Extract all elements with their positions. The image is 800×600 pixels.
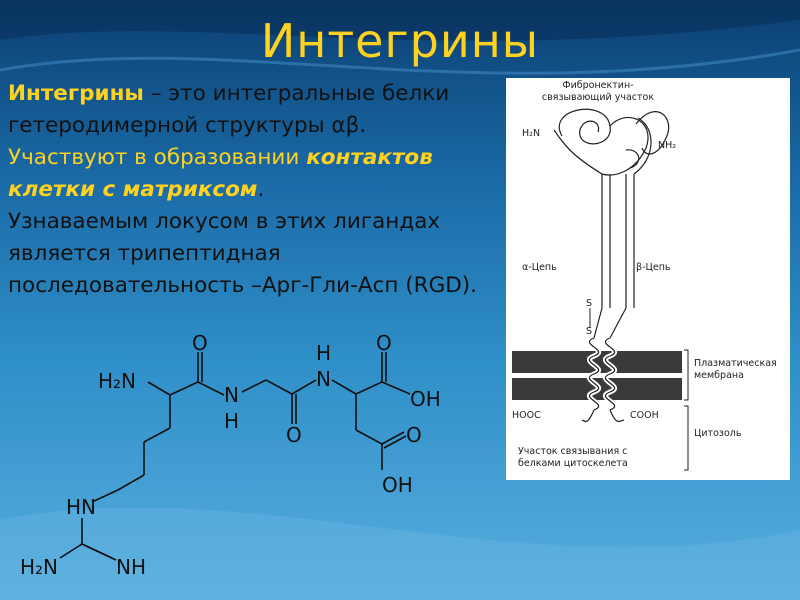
h2n-top-label: H₂N (98, 369, 136, 393)
paragraph-definition: Интегрины – это интегральные белки гетер… (8, 78, 500, 142)
diagram-labels: Фибронектин- связывающий участок H₂N NH₂… (512, 80, 777, 469)
oh1-label: OH (410, 387, 441, 411)
title-line1: Фибронектин- (562, 80, 633, 91)
n1-label: N (224, 383, 239, 407)
membrane-line2: мембрана (694, 370, 744, 381)
binding-line1: Участок связывания с (518, 446, 627, 457)
hooc-label: HOOC (512, 410, 541, 421)
h2n-label: H₂N (522, 128, 540, 139)
integrin-diagram: Фибронектин- связывающий участок H₂N NH₂… (506, 78, 790, 480)
h2n-bottom-label: H₂N (20, 555, 58, 579)
molecule-labels: H₂N O N H O H N O OH O OH HN H₂N NH (20, 331, 441, 579)
term-integrins: Интегрины (8, 81, 144, 106)
beta-chain-label: β-Цепь (636, 262, 671, 273)
o3-label: O (376, 331, 392, 355)
slide-title: Интегрины (260, 14, 540, 68)
s1-label: S (586, 298, 592, 309)
h2-label: H (316, 341, 331, 365)
function-emphasis: контактов клетки с матриксом (8, 145, 433, 202)
binding-loops (553, 108, 670, 308)
binding-line2: белками цитоскелета (518, 458, 628, 469)
alpha-chain-label: α-Цепь (522, 262, 557, 273)
hn-label: HN (66, 495, 96, 519)
h1-label: H (224, 409, 239, 433)
body-text: Интегрины – это интегральные белки гетер… (8, 78, 500, 302)
o4-label: O (406, 423, 422, 447)
o2-label: O (286, 423, 302, 447)
s2-label: S (586, 326, 592, 337)
paragraph-rgd: Узнаваемым локусом в этих лигандах являе… (8, 209, 478, 298)
function-end: . (257, 177, 265, 202)
o1-label: O (192, 331, 208, 355)
cooh-label: COOH (630, 410, 659, 421)
membrane-line1: Плазматическая (694, 358, 777, 369)
definition-text: – это интегральные белки гетеродимерной … (8, 81, 450, 138)
nh-label: NH (116, 555, 146, 579)
n2-label: N (316, 367, 331, 391)
cytosol-label: Цитозоль (694, 428, 742, 439)
function-start: Участвуют в образовании (8, 145, 307, 170)
oh2-label: OH (382, 473, 413, 497)
title-line2: связывающий участок (542, 92, 654, 103)
paragraph-function: Участвуют в образовании контактов клетки… (8, 142, 500, 206)
membrane-upper (512, 351, 682, 373)
nh2-label: NH₂ (658, 140, 676, 151)
rgd-molecule: H₂N O N H O H N O OH O OH HN H₂N NH (20, 331, 441, 579)
